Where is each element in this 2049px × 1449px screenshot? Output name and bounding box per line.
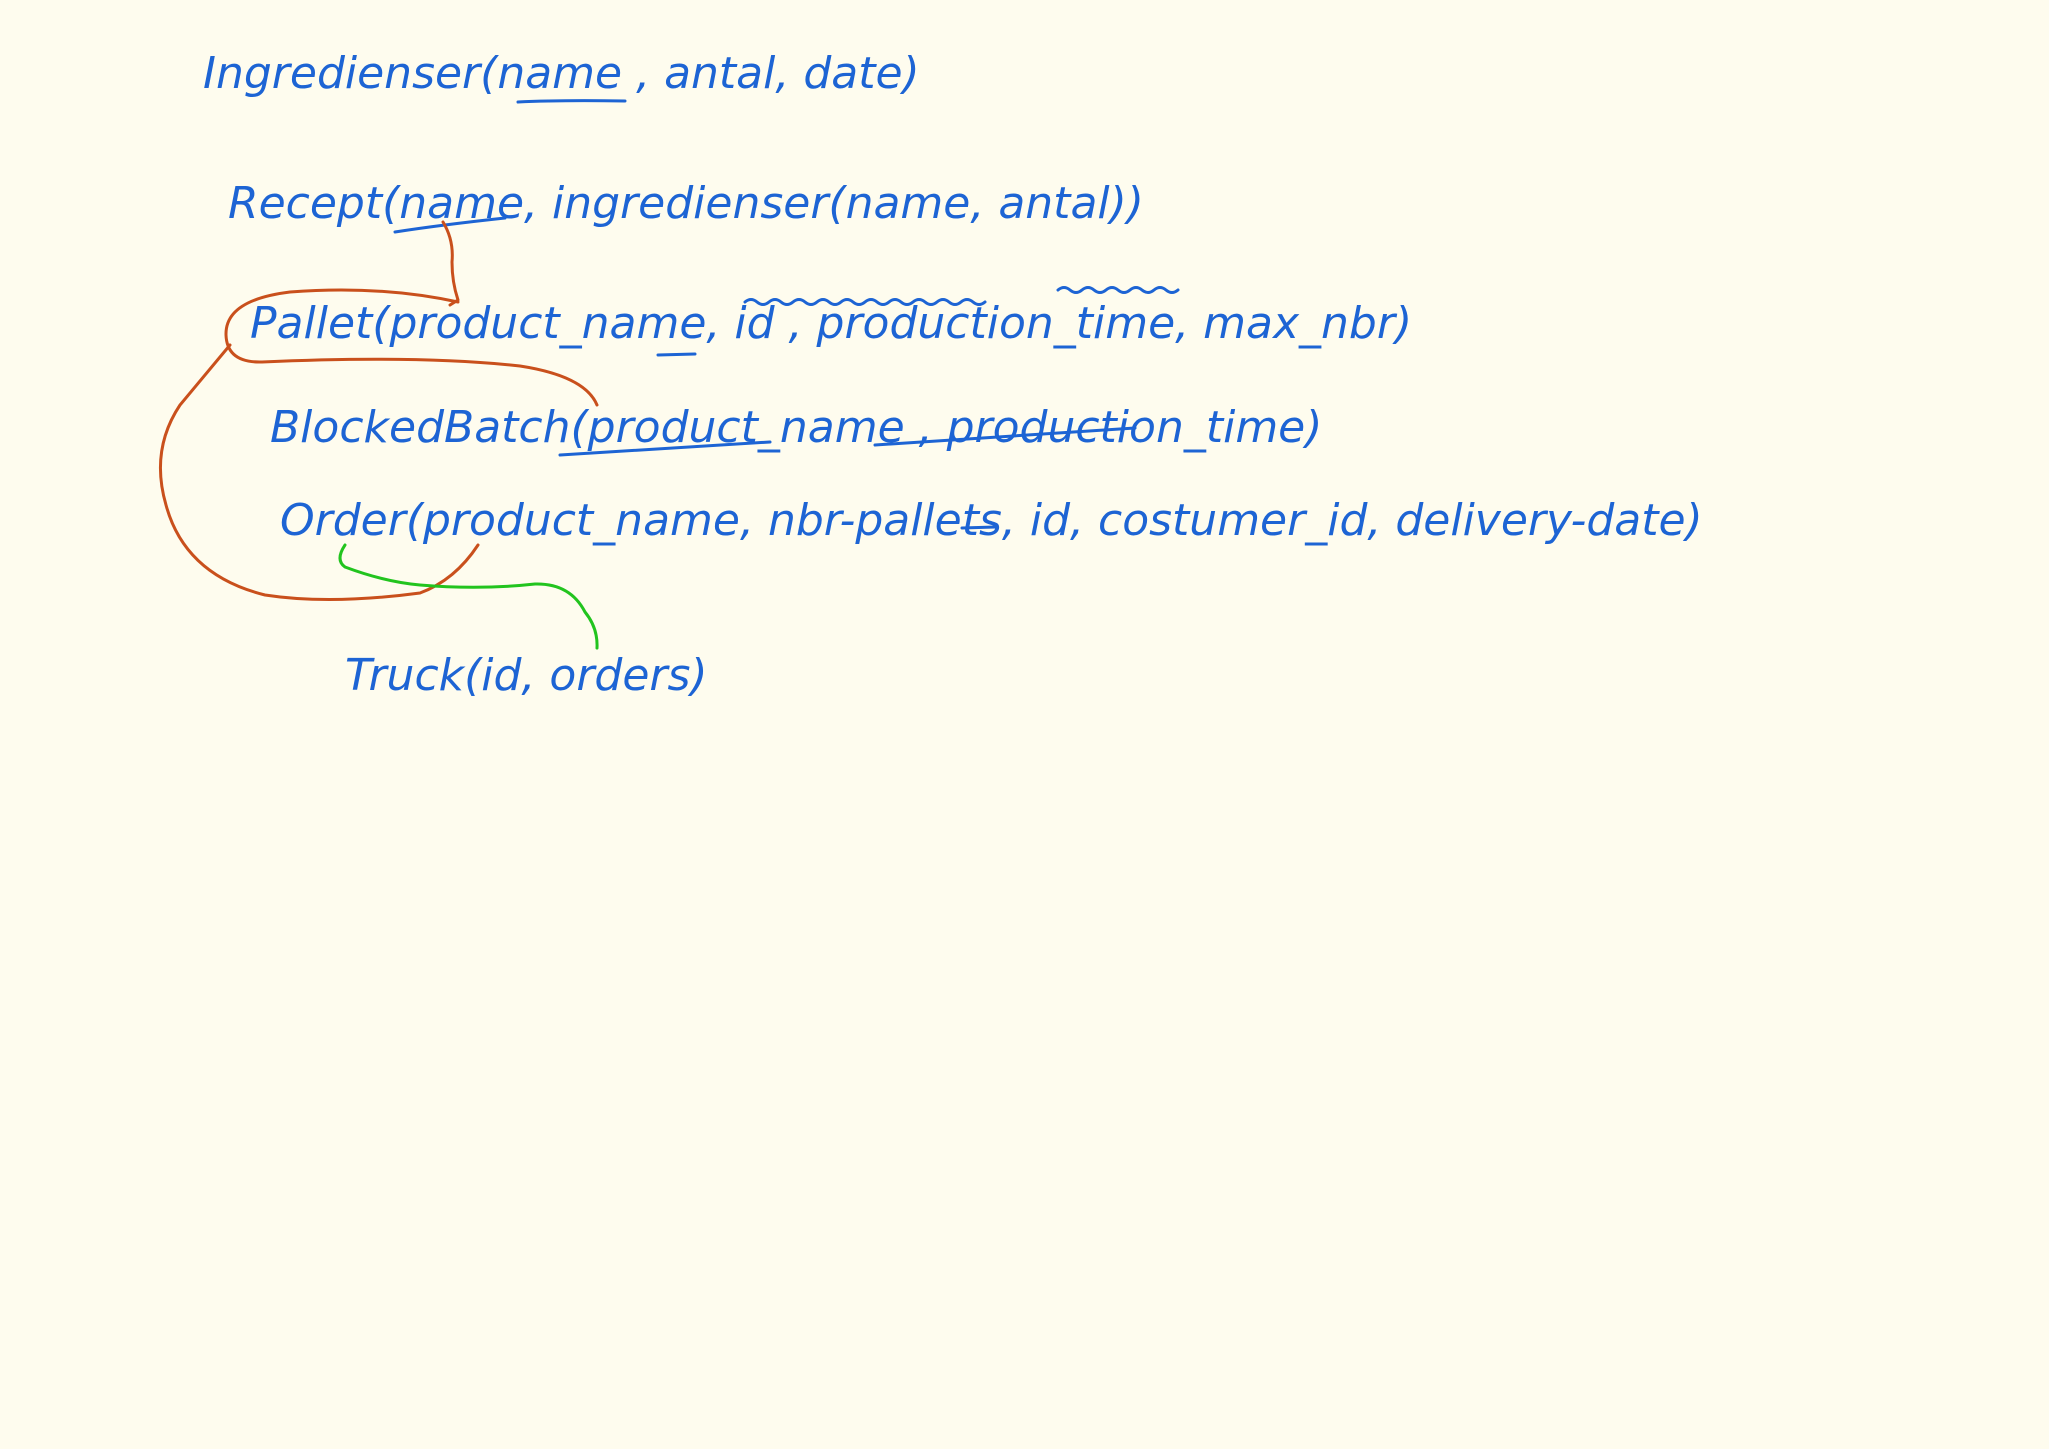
order-product-name: product_name xyxy=(422,495,740,546)
pallet-table-name: Pallet( xyxy=(250,298,391,349)
pallet-production-time-squiggle xyxy=(743,298,987,306)
truck-relation: Truck(id, orders) xyxy=(345,650,708,701)
pallet-key-underline xyxy=(656,352,697,357)
blockedbatch-key1-underline xyxy=(558,440,772,457)
pallet-to-order-connector xyxy=(158,343,480,602)
recept-key-name: name xyxy=(399,178,524,229)
blockedbatch-product-name: product_name xyxy=(587,402,905,453)
ingredienser-relation: Ingredienser(name , antal, date) xyxy=(203,48,920,99)
recept-attributes: , ingredienser(name, antal)) xyxy=(524,178,1144,229)
blockedbatch-relation: BlockedBatch(product_name , production_t… xyxy=(270,402,1322,453)
order-key-id: id xyxy=(1030,495,1071,546)
recept-table-name: Recept( xyxy=(228,178,401,229)
pallet-production-time: production_time xyxy=(816,298,1176,349)
pallet-name-loop xyxy=(224,288,599,407)
order-relation: Order(product_name, nbr-pallets, id, cos… xyxy=(280,495,1703,546)
pallet-max-nbr: max_nbr xyxy=(1203,298,1398,349)
order-key-underline xyxy=(960,525,997,530)
pallet-product-name: product_name xyxy=(388,298,706,349)
pallet-key-id: id xyxy=(734,298,775,349)
order-middle-attributes: , nbr-pallets, xyxy=(740,495,1030,546)
ingredienser-attributes: , antal, date) xyxy=(622,48,920,99)
recept-to-pallet-connector xyxy=(441,220,460,307)
blockedbatch-key2-underline xyxy=(873,426,1137,447)
pallet-max-nbr-squiggle xyxy=(1056,286,1180,294)
pallet-relation: Pallet(product_name, id , production_tim… xyxy=(250,298,1412,349)
ingredienser-table-name: Ingredienser( xyxy=(203,48,499,99)
ingredienser-key-underline xyxy=(516,99,627,104)
order-table-name: Order( xyxy=(280,495,425,546)
ingredienser-key-name: name xyxy=(497,48,622,99)
order-trailing-attributes: , costumer_id, delivery-date) xyxy=(1070,495,1703,546)
recept-relation: Recept(name, ingredienser(name, antal)) xyxy=(228,178,1144,229)
order-to-truck-connector xyxy=(338,543,599,650)
blockedbatch-table-name: BlockedBatch( xyxy=(270,402,589,453)
